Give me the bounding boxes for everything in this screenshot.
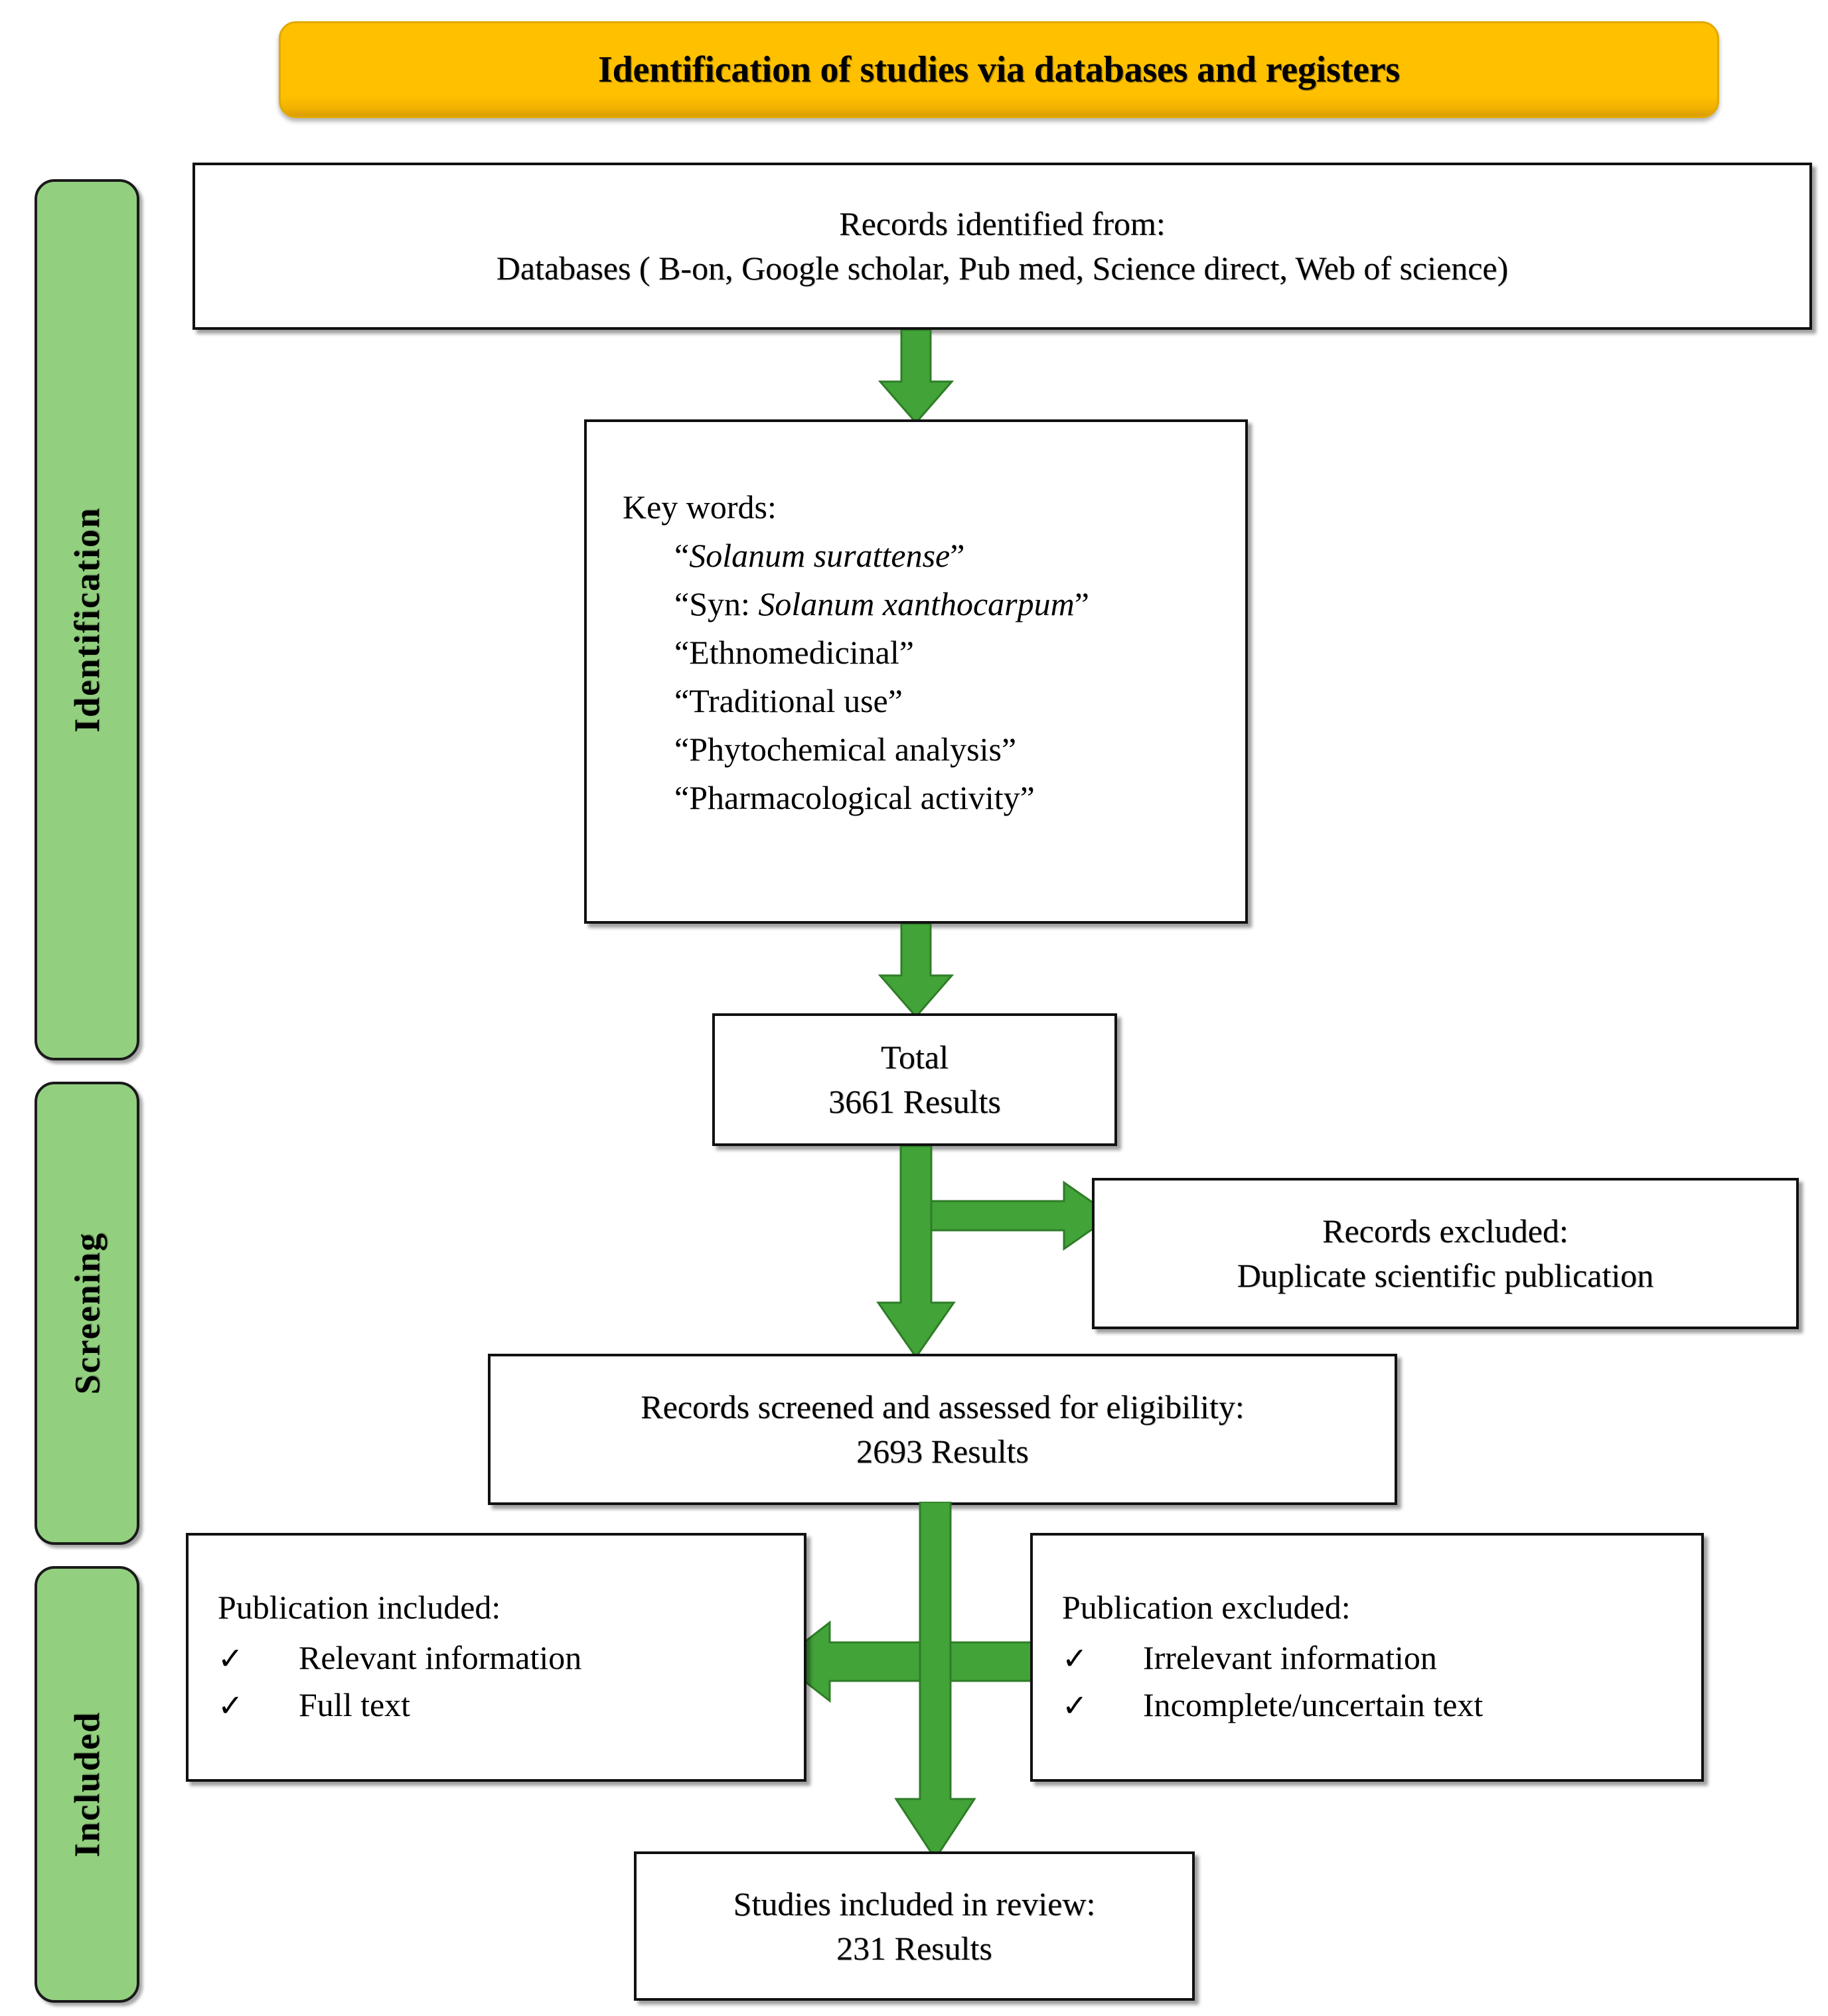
- stage-label-screening: Screening: [35, 1082, 139, 1545]
- keyword-item: “Phytochemical analysis”: [674, 731, 1017, 768]
- stage-label-included: Included: [35, 1566, 139, 2003]
- records-identified-line-1: Records identified from:: [839, 205, 1166, 242]
- records-excluded-line-2: Duplicate scientific publication: [1237, 1257, 1654, 1294]
- keyword-item: “Syn: Solanum xanthocarpum”: [674, 585, 1089, 622]
- box-total-results: Total 3661 Results: [712, 1013, 1117, 1146]
- arrow-down-keywords-to-total: [863, 922, 969, 1019]
- records-excluded-line-1: Records excluded:: [1322, 1212, 1568, 1250]
- keyword-item: “Ethnomedicinal”: [674, 634, 914, 671]
- criteria-row: ✓ Full text: [218, 1682, 804, 1729]
- box-keywords: Key words: “Solanum surattense” “Syn: So…: [584, 419, 1248, 924]
- publication-excluded-title: Publication excluded:: [1062, 1589, 1351, 1626]
- check-icon: ✓: [218, 1689, 244, 1723]
- arrow-down-identified-to-keywords: [863, 328, 969, 425]
- publication-included-title: Publication included:: [218, 1589, 501, 1626]
- keyword-item: “Pharmacological activity”: [674, 779, 1035, 816]
- records-screened-line-1: Records screened and assessed for eligib…: [641, 1388, 1245, 1425]
- stage-label-text: Included: [67, 1711, 107, 1858]
- criteria-label: Full text: [299, 1686, 411, 1723]
- box-publication-excluded: Publication excluded: ✓ Irrelevant infor…: [1030, 1533, 1704, 1782]
- criteria-row: ✓ Irrelevant information: [1062, 1634, 1701, 1682]
- records-screened-line-2: 2693 Results: [856, 1433, 1029, 1470]
- stage-label-text: Identification: [67, 506, 108, 733]
- total-line-1: Total: [880, 1039, 949, 1076]
- check-icon: ✓: [1062, 1642, 1088, 1676]
- page-title: Identification of studies via databases …: [598, 49, 1400, 90]
- keyword-item: “Solanum surattense”: [674, 537, 965, 574]
- criteria-label: Relevant information: [299, 1639, 582, 1676]
- box-studies-included-in-review: Studies included in review: 231 Results: [634, 1851, 1195, 2001]
- box-records-screened: Records screened and assessed for eligib…: [488, 1354, 1397, 1505]
- total-line-2: 3661 Results: [828, 1083, 1001, 1120]
- header-banner: Identification of studies via databases …: [279, 21, 1719, 118]
- criteria-row: ✓ Relevant information: [218, 1634, 804, 1682]
- records-identified-line-2: Databases ( B-on, Google scholar, Pub me…: [496, 250, 1509, 287]
- box-publication-included: Publication included: ✓ Relevant informa…: [186, 1533, 806, 1782]
- studies-included-line-2: 231 Results: [836, 1929, 992, 1967]
- check-icon: ✓: [1062, 1689, 1088, 1723]
- criteria-label: Irrelevant information: [1143, 1639, 1437, 1676]
- arrow-branch-total: [853, 1145, 1118, 1359]
- criteria-label: Incomplete/uncertain text: [1143, 1686, 1484, 1723]
- stage-label-text: Screening: [67, 1232, 107, 1395]
- keyword-item: “Traditional use”: [674, 682, 903, 719]
- check-icon: ✓: [218, 1642, 244, 1676]
- keywords-title: Key words:: [623, 488, 777, 526]
- box-records-identified: Records identified from: Databases ( B-o…: [192, 163, 1812, 330]
- criteria-row: ✓ Incomplete/uncertain text: [1062, 1682, 1701, 1729]
- stage-label-identification: Identification: [35, 179, 139, 1060]
- box-records-excluded: Records excluded: Duplicate scientific p…: [1092, 1178, 1799, 1329]
- studies-included-line-1: Studies included in review:: [733, 1885, 1096, 1922]
